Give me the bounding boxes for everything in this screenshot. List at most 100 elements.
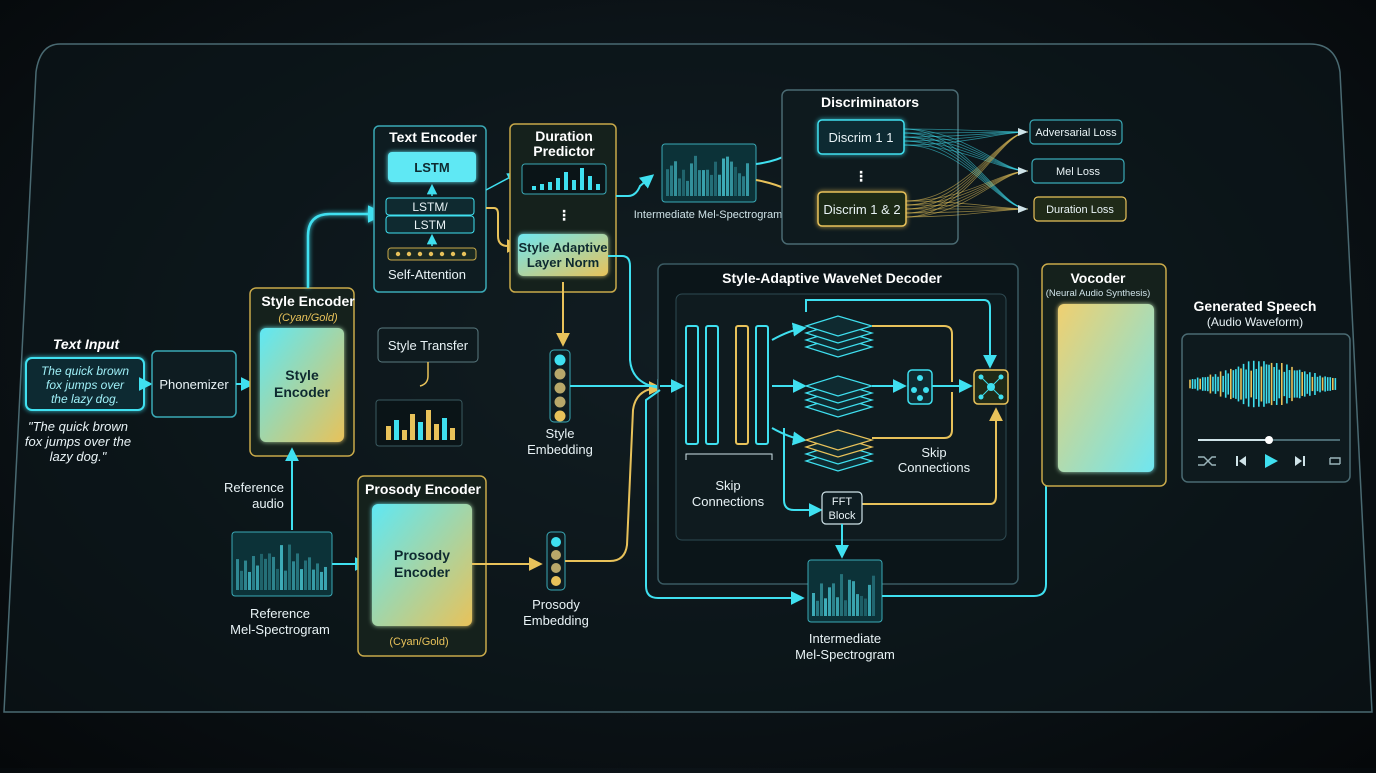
duration-bar (580, 168, 584, 190)
duration-bar (532, 186, 536, 190)
attention-dot (417, 251, 423, 257)
spectro-column (260, 553, 263, 590)
duration-predictor-title-2: Predictor (533, 143, 595, 159)
neural-network-node (973, 369, 1009, 405)
discriminator-1-label: Discrim 1 1 (828, 130, 893, 145)
spectro-column (742, 176, 745, 196)
duration-bar (556, 178, 560, 190)
style-encoder-subtitle: (Cyan/Gold) (278, 312, 338, 324)
text-encoder-lstm-a-label: LSTM/ (412, 200, 448, 214)
fft-label-2: Block (829, 510, 856, 522)
text-input-line-2: fox jumps over (46, 378, 125, 392)
spectro-column (678, 178, 681, 196)
spectro-column (852, 581, 855, 616)
style-transfer-label: Style Transfer (388, 338, 469, 353)
play-icon[interactable] (1265, 454, 1278, 468)
spectro-column (268, 553, 271, 590)
text-input-quote-2: fox jumps over the (25, 434, 131, 449)
previous-icon[interactable] (1236, 456, 1246, 466)
style-encoder-block[interactable] (260, 328, 344, 442)
loss-arrowhead (1018, 167, 1028, 175)
histogram-bar (426, 410, 431, 440)
spectro-column (296, 553, 299, 590)
dilated-conv-node (907, 369, 933, 405)
spectro-column (734, 166, 737, 196)
histogram-bar (450, 428, 455, 440)
loss-link (905, 131, 1029, 218)
phonemizer-label: Phonemizer (159, 377, 229, 392)
spectro-column (746, 163, 749, 196)
style-encoder-inner-2: Encoder (274, 384, 331, 400)
loss-arrowhead (1018, 128, 1028, 136)
stack-layer (803, 429, 875, 451)
histogram-bar (410, 414, 415, 440)
spectro-column (244, 560, 247, 590)
histogram-bar (386, 426, 391, 440)
spectro-column (670, 165, 673, 196)
spectro-column (872, 575, 875, 616)
prosody-encoder-inner-2: Encoder (394, 564, 451, 580)
audio-player (1181, 333, 1351, 483)
spectro-column (312, 569, 315, 590)
spectro-column (288, 544, 291, 590)
shuffle-icon[interactable] (1198, 456, 1216, 466)
duration-bar (596, 184, 600, 190)
vocoder-title: Vocoder (1071, 270, 1127, 286)
histogram-bar (434, 424, 439, 440)
seek-handle[interactable] (1265, 436, 1273, 444)
text-encoder-lstm-b[interactable] (385, 215, 475, 234)
prosody-encoder-title: Prosody Encoder (365, 481, 481, 497)
self-attention-label: Self-Attention (388, 267, 466, 282)
spectro-column (856, 594, 859, 616)
reference-mel-label-1: Reference (250, 606, 310, 621)
spectro-column (252, 556, 255, 590)
attention-dot (395, 251, 401, 257)
wavenet-title: Style-Adaptive WaveNet Decoder (722, 270, 942, 286)
spectro-column (300, 569, 303, 590)
next-icon[interactable] (1295, 456, 1305, 466)
prosody-encoder-block[interactable] (372, 504, 472, 626)
spectro-column (714, 161, 717, 196)
text-encoder-lstm-main[interactable] (388, 152, 476, 182)
duration-bar (548, 182, 552, 190)
duration-ellipsis: ⋮ (557, 207, 571, 223)
text-encoder-lstm-a[interactable] (385, 197, 475, 216)
spectro-column (836, 597, 839, 616)
spectro-column (694, 155, 697, 196)
text-input-quote-1: "The quick brown (28, 419, 128, 434)
attention-dot (461, 251, 467, 257)
repeat-icon[interactable] (1329, 457, 1341, 465)
discriminator-2-label: Discrim 1 & 2 (823, 202, 900, 217)
text-input-line-1: The quick brown (41, 364, 129, 378)
spectro-column (730, 161, 733, 196)
discriminators-title: Discriminators (821, 94, 919, 110)
histogram-bar (394, 420, 399, 440)
spectro-column (276, 568, 279, 590)
spectro-column (324, 566, 327, 590)
discriminators-ellipsis: ⋮ (854, 168, 868, 184)
spectro-column (868, 584, 871, 616)
vocoder-block[interactable] (1058, 304, 1154, 472)
spectro-column (264, 558, 267, 590)
attention-stars (395, 251, 467, 257)
style-embedding-vector (549, 349, 571, 423)
spectro-column (256, 565, 259, 590)
spectro-column (316, 563, 319, 590)
generated-speech-title: Generated Speech (1194, 298, 1317, 314)
prosody-embedding-label-2: Embedding (523, 613, 589, 628)
spectro-column (726, 156, 729, 196)
loss-link (903, 144, 1029, 210)
text-input-line-3: the lazy dog. (51, 392, 119, 406)
text-encoder-lstm-b-label: LSTM (414, 218, 446, 232)
prosody-embedding-vector (546, 531, 566, 591)
duration-bar (564, 172, 568, 190)
mel-loss-label: Mel Loss (1056, 166, 1101, 178)
style-adaptive-layer-norm[interactable] (518, 234, 608, 276)
generated-speech-subtitle: (Audio Waveform) (1207, 315, 1303, 329)
attention-dot (439, 251, 445, 257)
spectro-column (860, 595, 863, 616)
spectro-column (832, 583, 835, 616)
spectro-column (690, 163, 693, 196)
